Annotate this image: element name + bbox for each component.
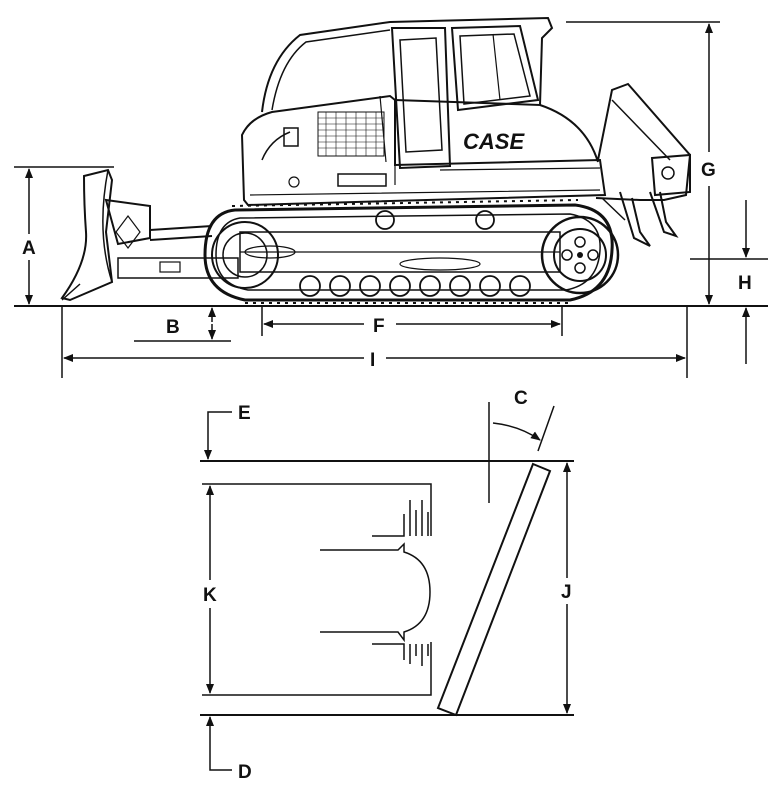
label-h: H [738, 273, 752, 294]
label-e: E [238, 403, 251, 424]
top-view: C E D K J [200, 388, 574, 783]
label-d: D [238, 762, 252, 783]
angled-blade [436, 462, 552, 717]
label-f: F [373, 316, 385, 337]
front-idler [211, 221, 279, 289]
label-c: C [514, 388, 528, 409]
dimension-h: H [690, 200, 768, 364]
rear-ripper [595, 82, 692, 247]
dimension-d: D [206, 716, 252, 783]
label-i: I [370, 350, 375, 371]
dimension-i: I [61, 306, 688, 378]
label-j: J [561, 582, 572, 603]
cab [261, 16, 599, 170]
label-b: B [166, 317, 180, 338]
dimension-a: A [14, 166, 114, 305]
side-view: CASE A [14, 16, 768, 378]
case-logo: CASE [463, 129, 525, 154]
machine-top-outline [202, 483, 432, 696]
dimension-f: F [261, 306, 563, 337]
rear-sprocket [540, 215, 620, 295]
dimension-k: K [203, 485, 217, 694]
track-rollers [299, 210, 531, 297]
dimension-c: C [488, 388, 555, 503]
machine-body [240, 94, 607, 207]
label-a: A [22, 238, 36, 259]
dimension-e: E [204, 403, 251, 460]
dimension-b: B [134, 307, 231, 342]
dimension-g: G [566, 21, 720, 305]
dimension-j: J [561, 462, 572, 714]
label-g: G [701, 160, 716, 181]
dozer-blade [60, 168, 239, 302]
label-k: K [203, 585, 217, 606]
